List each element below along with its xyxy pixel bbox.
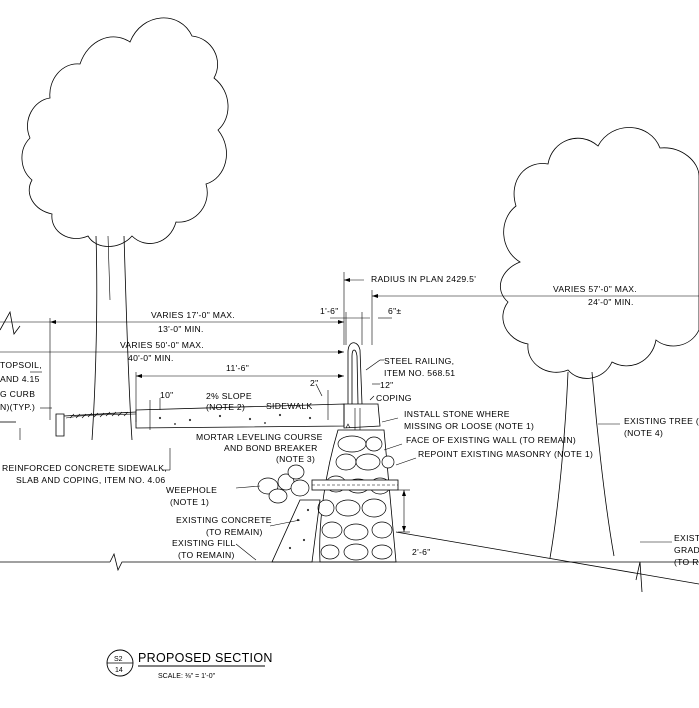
repoint-label: REPOINT EXISTING MASONRY (NOTE 1) (418, 449, 593, 459)
rc-sidewalk-label: REINFORCED CONCRETE SIDEWALK, (2, 463, 167, 473)
dim-2-6-label: 2'-6" (412, 547, 431, 557)
existing-concrete-label: EXISTING CONCRETE (176, 515, 272, 525)
dim-2-label: 2" (310, 378, 318, 388)
topsoil-label: TOPSOIL, (0, 360, 42, 370)
slope-label: 2% SLOPE (206, 391, 252, 401)
weephole-label: WEEPHOLE (166, 485, 217, 495)
existing-fill-label: EXISTING FILL (172, 538, 236, 548)
dim-10-label: 10" (160, 390, 174, 400)
existing-grade-label-3: (TO R (674, 557, 699, 567)
steel-railing-item: ITEM NO. 568.51 (384, 368, 455, 378)
drawing-title: PROPOSED SECTION (138, 651, 273, 665)
existing-tree-note: (NOTE 4) (624, 428, 663, 438)
sidewalk-label: SIDEWALK (266, 401, 313, 411)
title-block: S2 14 PROPOSED SECTION SCALE: ⅜" = 1'-0" (106, 649, 273, 680)
sheet-number: 14 (115, 667, 123, 674)
curb-label: G CURB (0, 389, 35, 399)
install-stone-note: MISSING OR LOOSE (NOTE 1) (404, 421, 534, 431)
existing-tree-label: EXISTING TREE ( (624, 416, 699, 426)
existing-fill-note: (TO REMAIN) (178, 550, 235, 560)
weephole-note: (NOTE 1) (170, 497, 209, 507)
install-stone-label: INSTALL STONE WHERE (404, 409, 510, 419)
dim-12-label: 12" (380, 380, 394, 390)
note2-label: (NOTE 2) (206, 402, 245, 412)
weephole (257, 464, 399, 504)
left-tree (21, 17, 229, 441)
varies-50-label: VARIES 50'-0" MAX. (120, 340, 204, 350)
radius-label: RADIUS IN PLAN 2429.5' (371, 274, 476, 284)
existing-grade-label: EXISTI (674, 533, 699, 543)
min-24-label: 24'-0" MIN. (588, 297, 634, 307)
annotations: RADIUS IN PLAN 2429.5' VARIES 57'-0" MAX… (0, 274, 699, 567)
curb-label-2: N)(TYP.) (0, 402, 35, 412)
dim-1-6-label: 1'-6" (320, 306, 339, 316)
existing-concrete-note: (TO REMAIN) (206, 527, 263, 537)
sheet-section-number: S2 (114, 656, 123, 663)
mortar-note: (NOTE 3) (276, 454, 315, 464)
face-wall-label: FACE OF EXISTING WALL (TO REMAIN) (406, 435, 576, 445)
existing-grade-label-2: GRADE (674, 545, 699, 555)
varies-17-label: VARIES 17'-0" MAX. (151, 310, 235, 320)
varies-57-label: VARIES 57'-0" MAX. (553, 284, 637, 294)
drawing-scale: SCALE: ⅜" = 1'-0" (158, 673, 216, 680)
topsoil-label-2: AND 4.15 (0, 374, 40, 384)
right-tree (499, 127, 699, 559)
coping-label: COPING (376, 393, 412, 403)
steel-railing-label: STEEL RAILING, (384, 356, 454, 366)
min-40-label: 40'-0" MIN. (128, 353, 174, 363)
rc-sidewalk-item: SLAB AND COPING, ITEM NO. 4.06 (16, 475, 165, 485)
min-13-label: 13'-0" MIN. (158, 324, 204, 334)
dim-11-6-label: 11'-6" (226, 363, 249, 373)
dim-6-label: 6"± (388, 306, 401, 316)
mortar-label: MORTAR LEVELING COURSE (196, 432, 323, 442)
mortar-label-2: AND BOND BREAKER (224, 443, 318, 453)
